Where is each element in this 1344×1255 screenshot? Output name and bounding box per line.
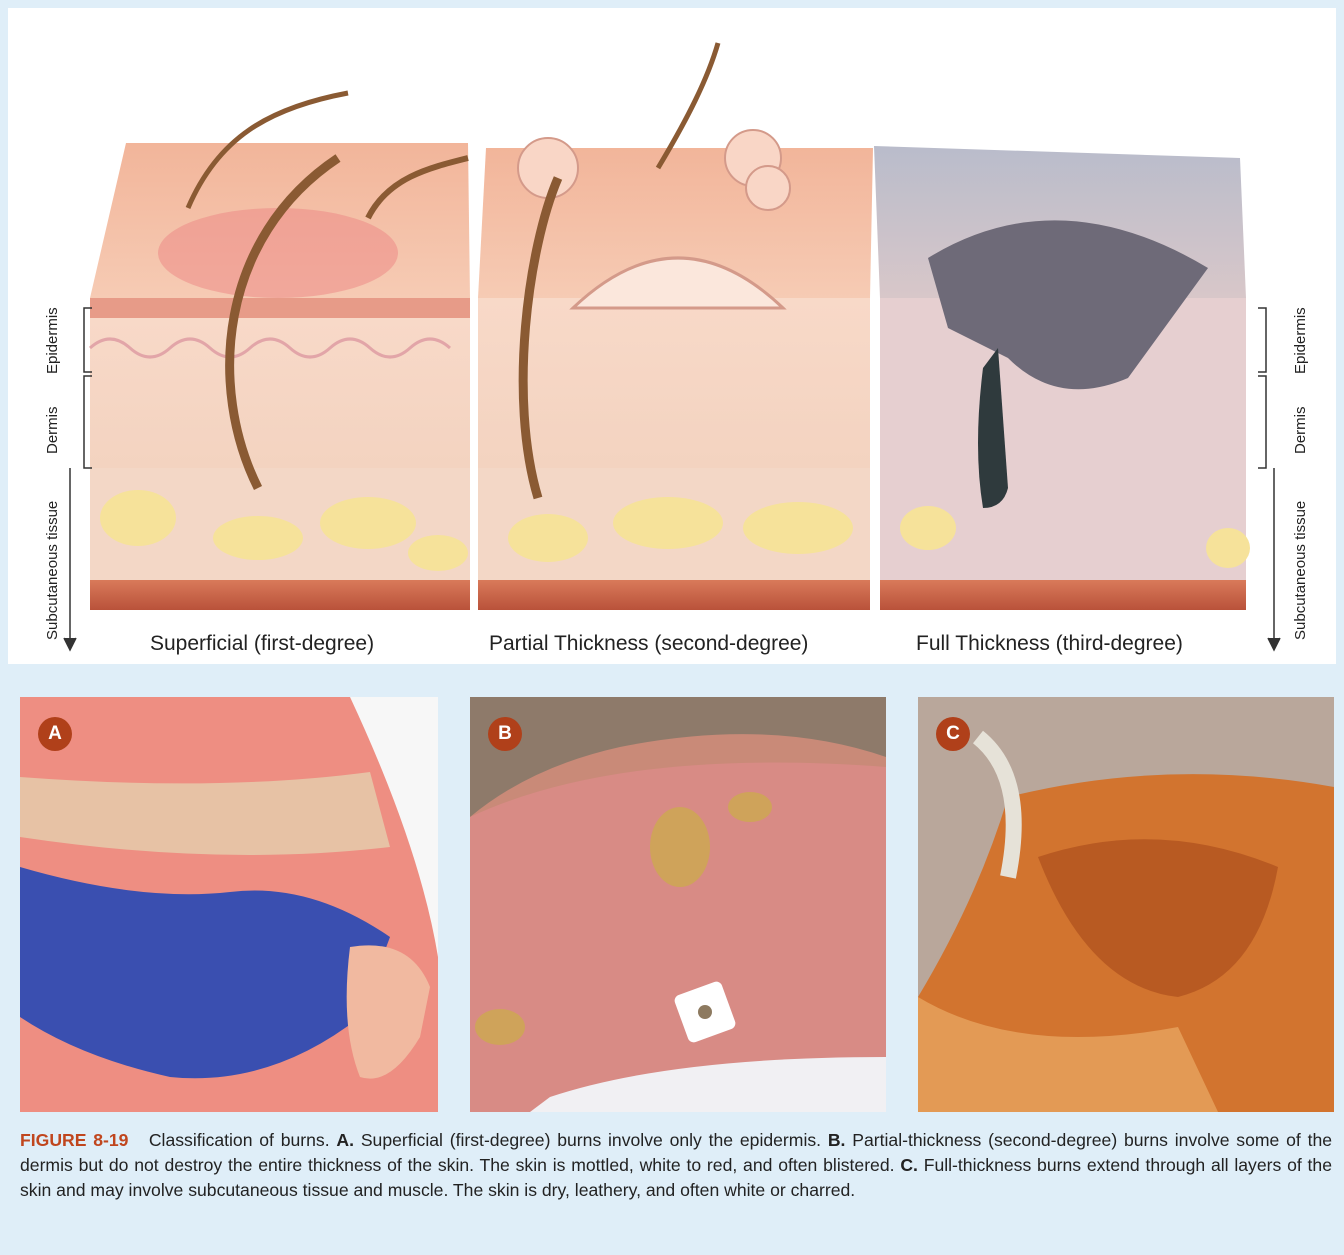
layer-label-dermis-right: Dermis: [1292, 407, 1309, 455]
caption-a-text: Superficial (first-degree) burns involve…: [361, 1130, 821, 1150]
layer-label-subcutaneous-left: Subcutaneous tissue: [44, 501, 61, 640]
layer-label-subcutaneous-right: Subcutaneous tissue: [1292, 501, 1309, 640]
layer-label-epidermis-left: Epidermis: [44, 307, 61, 374]
caption-b-label: B.: [828, 1130, 846, 1150]
burn-diagram-panel: Epidermis Dermis Subcutaneous tissue Epi…: [8, 8, 1336, 664]
figure-number: FIGURE 8-19: [20, 1130, 128, 1150]
skin-cross-section-illustration: [8, 8, 1336, 664]
superficial-block: [90, 93, 470, 610]
badge-c: C: [936, 717, 970, 751]
photo-b-partial-thickness-burn: B: [470, 697, 886, 1112]
right-layer-brackets: [1258, 308, 1280, 650]
label-partial-thickness: Partial Thickness (second-degree): [489, 632, 808, 656]
photo-a-superficial-burn: A: [20, 697, 438, 1112]
layer-label-dermis-left: Dermis: [44, 407, 61, 455]
figure-caption: FIGURE 8-19 Classification of burns. A. …: [20, 1128, 1332, 1203]
left-layer-brackets: [64, 308, 92, 650]
photo-a-image: [20, 697, 438, 1112]
badge-a: A: [38, 717, 72, 751]
photo-c-image: [918, 697, 1334, 1112]
photo-c-full-thickness-burn: C: [918, 697, 1334, 1112]
caption-a-label: A.: [336, 1130, 354, 1150]
caption-c-label: C.: [900, 1155, 918, 1175]
layer-label-epidermis-right: Epidermis: [1292, 307, 1309, 374]
label-superficial: Superficial (first-degree): [150, 632, 374, 656]
label-full-thickness: Full Thickness (third-degree): [916, 632, 1183, 656]
partial-thickness-block: [478, 43, 873, 610]
caption-intro: Classification of burns.: [149, 1130, 330, 1150]
photo-b-image: [470, 697, 886, 1112]
badge-b: B: [488, 717, 522, 751]
full-thickness-block: [874, 146, 1250, 610]
